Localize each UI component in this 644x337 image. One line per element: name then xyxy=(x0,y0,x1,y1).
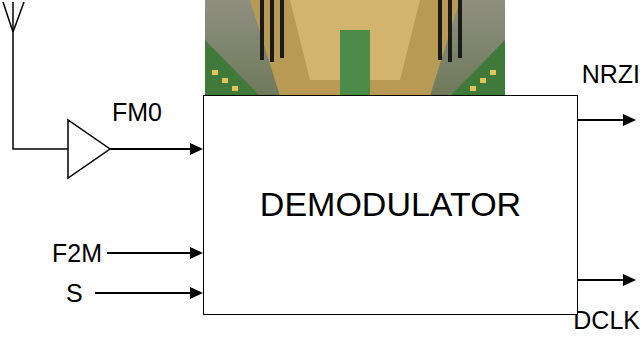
signal-name: FM0 xyxy=(112,100,162,125)
box-title: DEMODULATOR xyxy=(260,186,521,223)
signal-name: NRZI xyxy=(582,62,640,87)
amplifier-symbol xyxy=(68,120,110,178)
antenna-symbol xyxy=(3,2,68,149)
signal-name: F2M xyxy=(52,241,102,266)
signal-name: DCLK xyxy=(573,308,640,333)
process-box: DEMODULATOR xyxy=(203,95,578,315)
chip-photo xyxy=(205,0,505,96)
signal-name: S xyxy=(66,281,83,306)
